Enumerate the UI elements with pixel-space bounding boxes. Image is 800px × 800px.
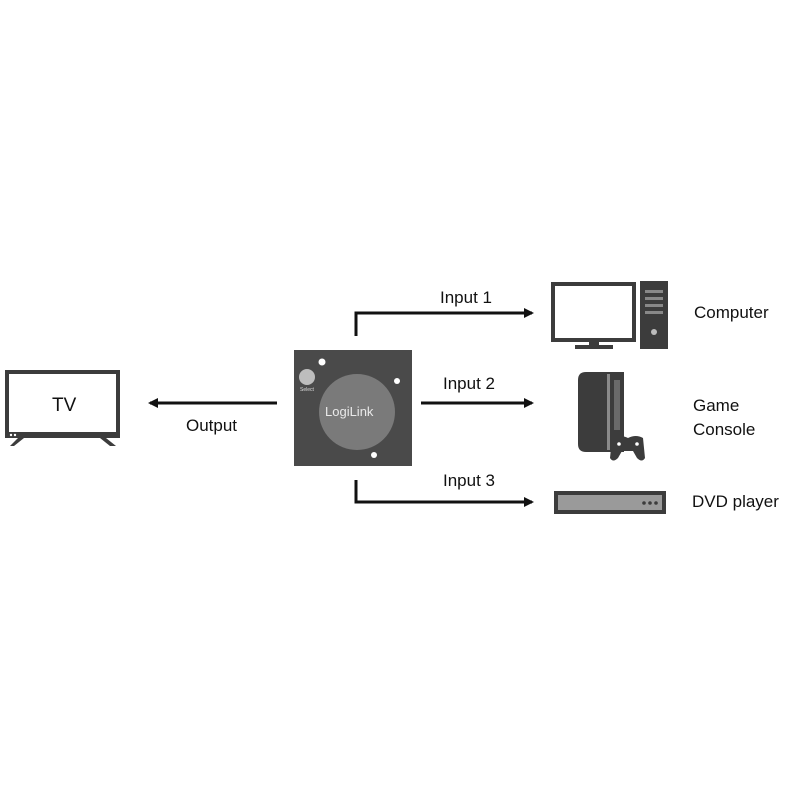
dvd-player-icon (554, 491, 666, 514)
input-3-label: Input 3 (443, 471, 495, 490)
computer-icon (551, 281, 668, 349)
tv-label: TV (52, 395, 77, 416)
input-2-label: Input 2 (443, 374, 495, 393)
input-1-arrow (354, 308, 534, 336)
game-console-icon (578, 372, 645, 461)
select-button-label: Select (300, 387, 314, 393)
hdmi-switch-icon (294, 350, 412, 466)
computer-label: Computer (694, 303, 769, 322)
dvd-player-label: DVD player (692, 492, 779, 511)
input-1-label: Input 1 (440, 288, 492, 307)
output-label: Output (186, 416, 238, 435)
tv-icon (5, 370, 120, 446)
game-console-label: Game Console (693, 396, 756, 439)
switch-brand-label: LogiLink (325, 404, 374, 419)
input-3-arrow (354, 480, 534, 507)
